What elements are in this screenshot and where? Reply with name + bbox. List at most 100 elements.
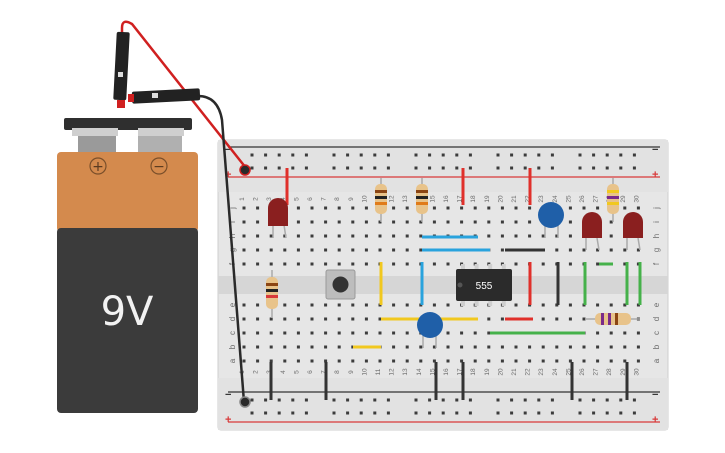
rail-hole [550,411,554,415]
rail-plus-label-br: + [652,414,658,426]
hole [324,206,328,210]
hole [256,234,260,238]
row-letter: a [652,358,661,363]
column-number: 29 [620,195,627,203]
rail-hole [250,411,254,415]
battery-label: 9V [101,289,154,335]
rail-hole [291,398,295,402]
hole [310,331,314,335]
hole [283,331,287,335]
hole [392,262,396,266]
hole [487,345,491,349]
battery-minus-icon [150,157,168,175]
hole [283,262,287,266]
hole [568,248,572,252]
hole [242,345,246,349]
hole [269,317,273,321]
hole [623,206,627,210]
ic-notch [457,282,463,288]
hole [473,359,477,363]
rail-hole [304,411,308,415]
rail-hole [496,166,500,170]
hole [473,345,477,349]
rail-hole [605,166,609,170]
battery-leads [113,20,251,408]
hole [324,359,328,363]
rail-hole [537,411,541,415]
column-number: 9 [348,197,355,201]
black-lead-wire [197,94,246,403]
hole [296,220,300,224]
hole [636,262,640,266]
rail-hole [277,411,281,415]
hole [310,248,314,252]
leds [268,198,643,251]
capacitor-2 [417,312,443,348]
rail-hole [264,411,268,415]
hole [364,331,368,335]
column-number: 26 [579,368,586,376]
column-number: 11 [375,368,382,375]
rail-minus-label-br: − [652,389,658,401]
hole [392,345,396,349]
rail-hole [550,153,554,157]
rail-hole [592,411,596,415]
hole [636,206,640,210]
resistors [266,178,640,325]
hole [623,331,627,335]
rail-hole [455,153,459,157]
red-clip-highlight [118,72,123,77]
hole [256,248,260,252]
column-number: 24 [552,368,559,376]
rail-hole [496,153,500,157]
capacitor-2-body [417,312,443,338]
hole [269,345,273,349]
column-number: 21 [511,368,518,376]
column-number: 21 [511,195,518,203]
hole [337,317,341,321]
rail-hole [468,398,472,402]
resistor-4-band-1 [266,283,278,286]
column-number: 19 [484,368,491,376]
rail-hole [605,411,609,415]
hole [405,234,409,238]
hole [242,303,246,307]
ic-pin [474,301,479,306]
hole [269,262,273,266]
resistor-3-band-2 [607,196,619,199]
hole [609,303,613,307]
ic-body [456,269,512,301]
row-letter: a [228,358,237,363]
top-power-rail [218,140,668,192]
resistor-4-band-3 [266,295,278,298]
rail-hole [359,411,363,415]
rail-hole [605,398,609,402]
hole [609,359,613,363]
hole [596,303,600,307]
row-letter: d [228,317,237,321]
red-clip [113,31,130,101]
rail-plus-label-tr: + [652,169,658,181]
rail-hole [291,411,295,415]
rail-hole [386,153,390,157]
hole [419,359,423,363]
column-number: 10 [361,368,368,376]
hole [446,359,450,363]
column-number: 8 [334,370,341,374]
rail-hole [550,398,554,402]
rail-hole [455,411,459,415]
led-3-leg-b [637,237,641,251]
hole [487,206,491,210]
column-number: 13 [402,195,409,203]
hole [269,359,273,363]
hole [582,206,586,210]
row-letter: e [652,302,661,307]
hole [378,331,382,335]
rail-hole [537,153,541,157]
rail-hole [304,153,308,157]
hole [541,345,545,349]
rail-hole [632,153,636,157]
column-number: 17 [457,368,464,376]
rail-hole [359,166,363,170]
rail-hole [428,153,432,157]
